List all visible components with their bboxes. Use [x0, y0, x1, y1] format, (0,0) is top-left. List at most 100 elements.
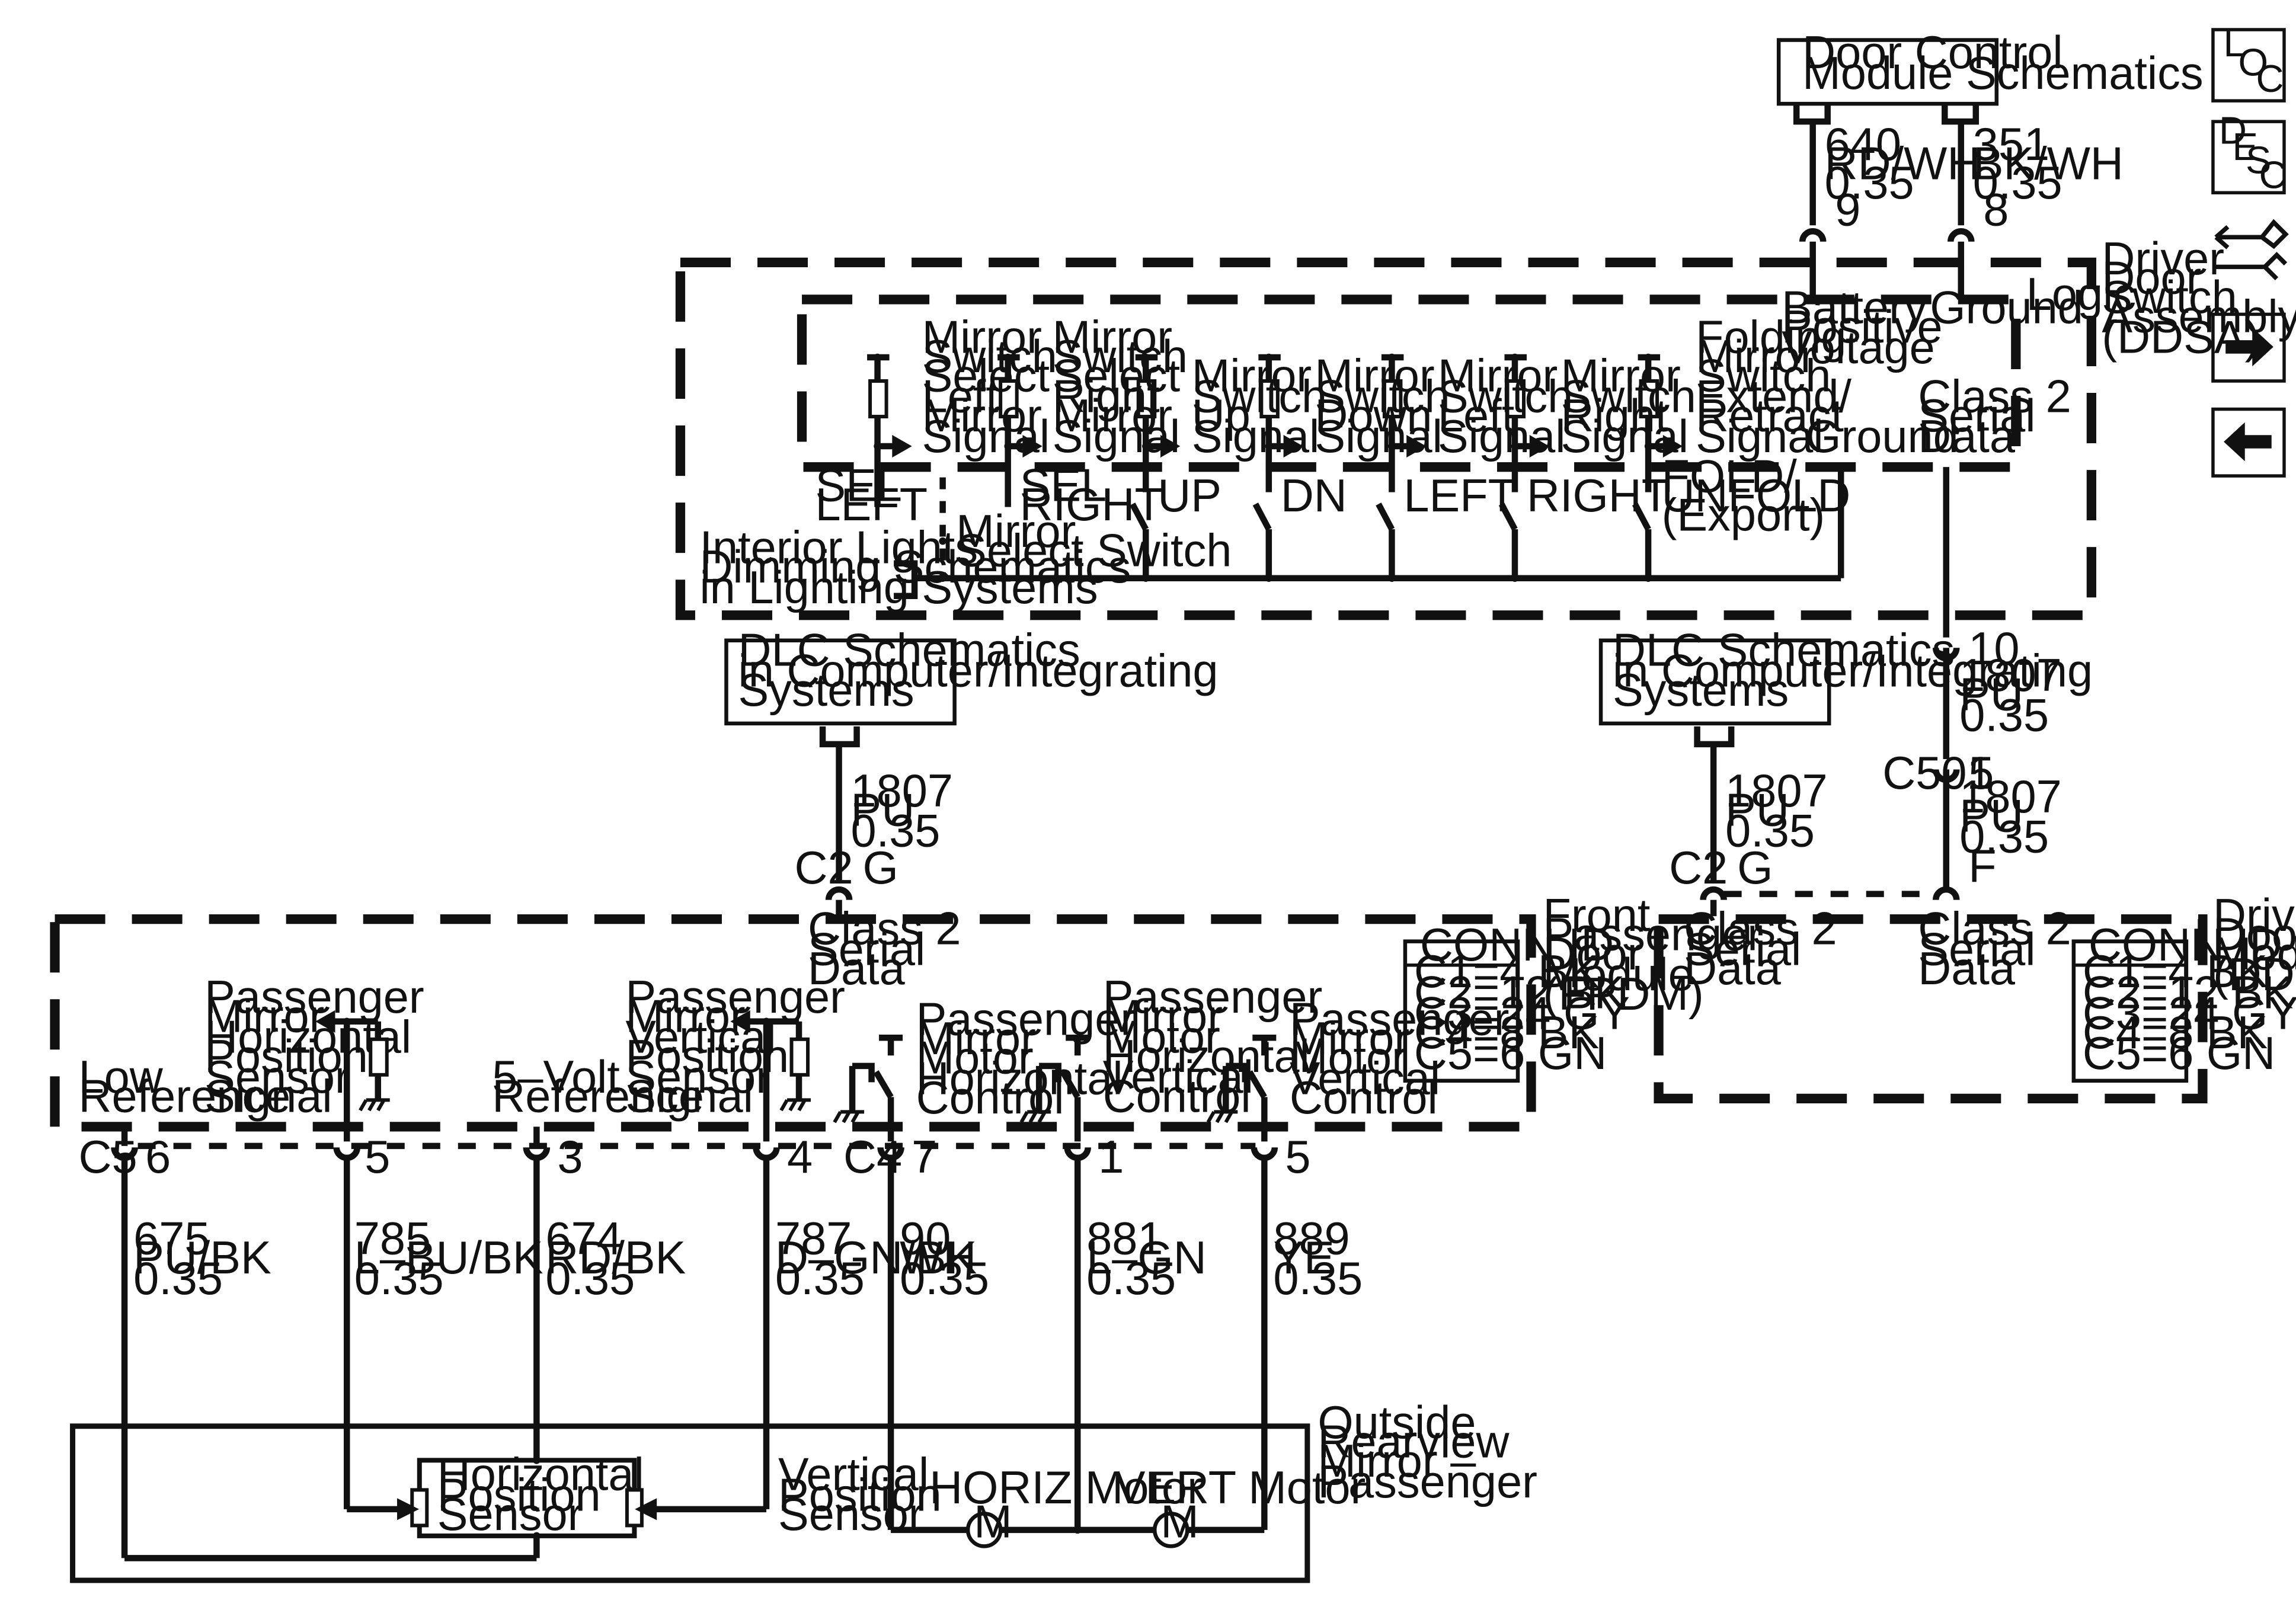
- svg-text:Signal: Signal: [1315, 411, 1442, 462]
- svg-text:Sensor: Sensor: [437, 1489, 583, 1540]
- svg-text:Extend/: Extend/: [1696, 371, 1851, 422]
- interior-lights-link[interactable]: Interior Lights Dimming Schematics in Li…: [699, 523, 1131, 614]
- five-volt-reference-label: 5–Volt Reference: [492, 1052, 704, 1122]
- switch-dn: DN: [1252, 470, 1347, 578]
- svg-text:9: 9: [1835, 184, 1860, 235]
- dlc-box-right[interactable]: DLC Schematics in Computer/Integrating S…: [1598, 625, 2093, 726]
- svg-text:Reference: Reference: [492, 1071, 704, 1122]
- svg-text:Mirror: Mirror: [956, 506, 1076, 557]
- desc-button[interactable]: D E S C: [2211, 109, 2287, 197]
- svg-text:PU/BK: PU/BK: [133, 1233, 271, 1283]
- svg-text:Select: Select: [922, 350, 1050, 401]
- svg-text:Select Switch: Select Switch: [956, 526, 1232, 577]
- connector-swap-icon[interactable]: [2214, 219, 2289, 280]
- svg-text:F: F: [1968, 841, 1996, 892]
- svg-text:889: 889: [1273, 1214, 1350, 1265]
- switch-sel-labels: SEL LEFT SEL RIGHT: [816, 460, 1163, 531]
- svg-text:Door Control: Door Control: [1802, 27, 2062, 78]
- svg-text:L: L: [2223, 21, 2244, 65]
- ddm-class2-label-b: Class 2 Serial Data: [1918, 904, 2071, 995]
- svg-text:Reference: Reference: [79, 1071, 291, 1122]
- svg-text:Switch: Switch: [1192, 371, 1327, 422]
- svg-text:Mirror: Mirror: [1192, 350, 1312, 401]
- svg-text:YE: YE: [1273, 1233, 1334, 1283]
- svg-text:(DDSA): (DDSA): [2102, 312, 2260, 363]
- svg-text:Passenger: Passenger: [204, 972, 424, 1023]
- svg-text:Mirror: Mirror: [1696, 331, 1815, 382]
- svg-text:Module: Module: [1543, 949, 1694, 1000]
- wire-351-label: 351 BK/WH 0.35 8: [1973, 119, 2124, 235]
- svg-text:Switch: Switch: [1696, 350, 1831, 401]
- svg-text:Driver: Driver: [2213, 890, 2296, 941]
- svg-text:Sensor: Sensor: [204, 1052, 350, 1103]
- svg-text:Outside: Outside: [1318, 1397, 1476, 1448]
- v-sensor-pullup: [730, 1010, 811, 1142]
- svg-text:Mirror: Mirror: [922, 391, 1042, 441]
- svg-text:Battery: Battery: [1782, 282, 1927, 333]
- loc-button[interactable]: L O C: [2211, 21, 2286, 103]
- svg-text:FOLD/: FOLD/: [1662, 452, 1798, 502]
- svg-text:Signal: Signal: [1561, 411, 1689, 462]
- svg-text:Signal: Signal: [625, 1071, 753, 1122]
- signal-label-fold: Folding Mirror Switch Extend/ Retract Si…: [1696, 312, 1851, 462]
- svg-text:0.35: 0.35: [1973, 158, 2062, 209]
- svg-text:Mirror: Mirror: [916, 1013, 1036, 1064]
- svg-text:C2=12 BK: C2=12 BK: [2083, 967, 2294, 1018]
- svg-text:Mirror: Mirror: [1561, 350, 1681, 401]
- battery-label: Battery Positive Voltage: [1782, 282, 1942, 373]
- svg-text:C3=24 GY: C3=24 GY: [2083, 988, 2296, 1039]
- svg-text:C3=24 GY: C3=24 GY: [1414, 988, 1630, 1039]
- arrow-right-icon: [2225, 327, 2273, 367]
- svg-text:Mirror: Mirror: [1053, 312, 1172, 363]
- svg-text:C: C: [2259, 153, 2287, 197]
- signal-label-down: Mirror Switch Down Signal: [1315, 350, 1450, 462]
- svg-text:0.35: 0.35: [133, 1253, 223, 1304]
- svg-text:Mirror –: Mirror –: [1318, 1436, 1476, 1487]
- svg-text:RIGHT: RIGHT: [1527, 470, 1670, 521]
- svg-text:0.35: 0.35: [1273, 1253, 1363, 1304]
- svg-text:7: 7: [912, 1132, 937, 1183]
- svg-text:Mirror: Mirror: [922, 312, 1042, 363]
- arrow-right-button[interactable]: [2211, 312, 2286, 383]
- svg-text:Class 2: Class 2: [1918, 371, 2071, 422]
- svg-text:Mirror: Mirror: [1103, 991, 1223, 1042]
- wire-1807-left-labels: 1807 PU 0.35 C2 G: [795, 766, 953, 894]
- svg-text:Serial: Serial: [1918, 391, 2035, 441]
- svg-text:Right: Right: [1053, 371, 1160, 422]
- arrow-left-button[interactable]: [2211, 407, 2286, 478]
- ddm-box: [1654, 914, 2208, 1103]
- svg-text:Mirror: Mirror: [625, 991, 745, 1042]
- logic-label: Logic: [2026, 269, 2136, 320]
- pullup-sel-right: [997, 353, 1043, 507]
- svg-text:Switch: Switch: [2102, 272, 2237, 323]
- svg-text:RD/WH: RD/WH: [1825, 139, 1981, 190]
- fpdm-conn-id-table: CONN ID C1=4 BK C2=12 BK C3=24 GY C4=8 B…: [1403, 920, 1630, 1083]
- connector-pin-labels: C5 6 5 3 4 C4 7 1 5: [79, 1132, 1311, 1183]
- svg-text:Position: Position: [625, 1031, 789, 1082]
- pullup-up: [1135, 353, 1181, 492]
- svg-text:HORIZ Motor: HORIZ Motor: [929, 1462, 1203, 1513]
- svg-text:787: 787: [775, 1214, 852, 1265]
- dlc-box-left[interactable]: DLC Schematics in Computer/Integrating S…: [724, 625, 1219, 726]
- svg-text:M: M: [974, 1496, 1012, 1547]
- svg-text:Switch: Switch: [1315, 371, 1450, 422]
- svg-text:0.35: 0.35: [1959, 690, 2049, 741]
- svg-text:90: 90: [900, 1214, 951, 1265]
- ground-label-bottom: Ground: [1805, 411, 1959, 462]
- svg-text:VERT Motor: VERT Motor: [1115, 1462, 1366, 1513]
- door-control-module-box[interactable]: Door Control Module Schematics: [1776, 27, 2204, 106]
- svg-text:Motor: Motor: [916, 1032, 1034, 1083]
- svg-text:Horizontal: Horizontal: [437, 1449, 644, 1500]
- fpdm-title: Front Passenger Door Module (FPDM): [1543, 890, 1763, 1020]
- svg-text:PU: PU: [1725, 785, 1789, 836]
- svg-text:Passenger: Passenger: [1318, 1457, 1537, 1507]
- svg-text:785: 785: [354, 1214, 431, 1265]
- switch-fold: FOLD/ UNFOLD (Export): [1632, 452, 1850, 578]
- svg-text:PU: PU: [851, 785, 915, 836]
- svg-text:C1=4 BK: C1=4 BK: [2083, 946, 2268, 997]
- svg-text:BK/WH: BK/WH: [1973, 139, 2124, 190]
- svg-text:Left: Left: [1438, 391, 1514, 441]
- ground-icon: [779, 1098, 811, 1112]
- svg-text:L–GN: L–GN: [1086, 1233, 1207, 1283]
- svg-text:C5=6 GN: C5=6 GN: [2083, 1028, 2275, 1079]
